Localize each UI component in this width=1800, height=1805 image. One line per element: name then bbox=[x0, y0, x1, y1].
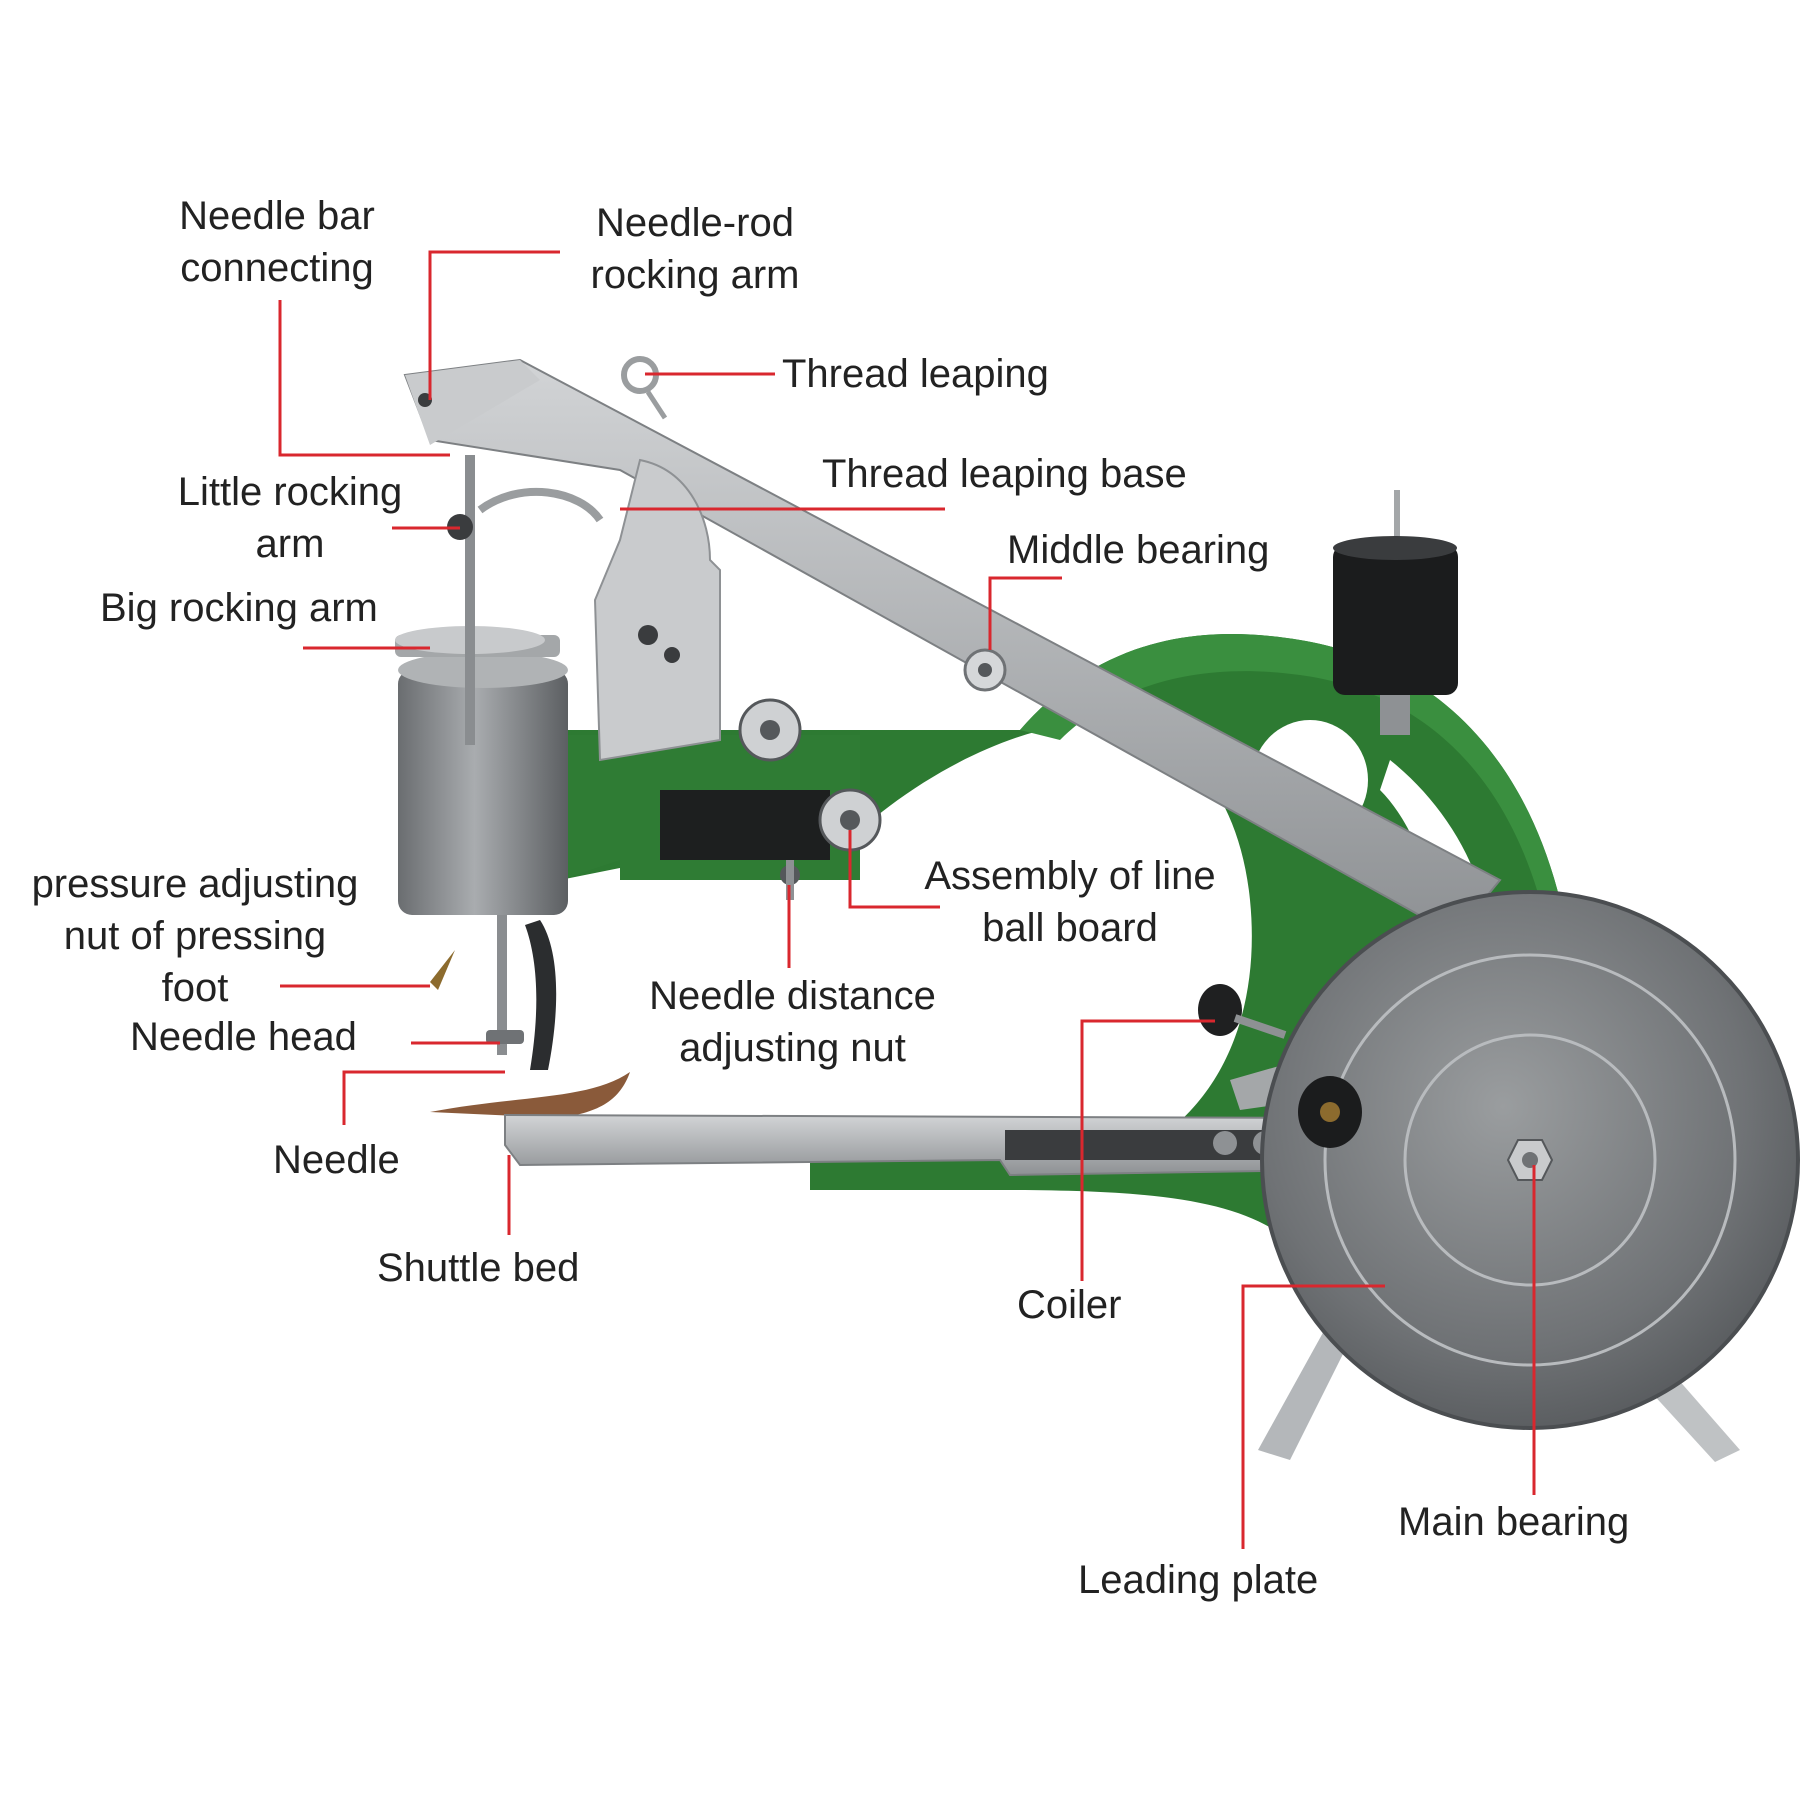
middle-bearing-bolt bbox=[963, 648, 1007, 692]
leader-lines bbox=[278, 250, 1536, 1549]
label-thread-leaping: Thread leaping bbox=[782, 352, 1049, 396]
label-needle-distance-nut: Needle distance adjusting nut bbox=[620, 970, 965, 1074]
label-little-rocking-arm: Little rocking arm bbox=[150, 466, 430, 570]
label-line: adjusting nut bbox=[679, 1026, 906, 1070]
thread-leaping-base-plate bbox=[593, 458, 721, 762]
leader-needle-rod-rocking-arm bbox=[428, 250, 560, 400]
label-line: arm bbox=[255, 522, 325, 566]
label-needle: Needle bbox=[273, 1138, 400, 1182]
label-shuttle-bed: Shuttle bed bbox=[377, 1246, 580, 1290]
label-main-bearing: Main bearing bbox=[1398, 1500, 1630, 1544]
leader-middle-bearing bbox=[988, 576, 1062, 650]
thread-leaping-eyelet bbox=[621, 356, 668, 420]
leader-coiler bbox=[1080, 1019, 1215, 1281]
label-needle-bar-connecting: Needle bar connecting bbox=[132, 190, 422, 294]
main-wheel bbox=[1260, 890, 1800, 1430]
leader-assembly-line-ball-board bbox=[848, 830, 940, 909]
label-line: pressure adjusting bbox=[31, 862, 359, 906]
label-needle-rod-rocking-arm: Needle-rod rocking arm bbox=[555, 197, 835, 301]
label-line: Assembly of line bbox=[924, 854, 1216, 898]
leather-piece bbox=[430, 1072, 630, 1118]
label-big-rocking-arm: Big rocking arm bbox=[100, 586, 378, 630]
label-assembly-line-ball-board: Assembly of line ball board bbox=[890, 850, 1250, 954]
leader-needle bbox=[342, 1070, 505, 1125]
label-pressure-adjusting-nut: pressure adjusting nut of pressing foot bbox=[0, 858, 390, 1014]
needle-distance-nut bbox=[780, 860, 800, 900]
needle-cylinder bbox=[395, 626, 568, 915]
label-line: connecting bbox=[180, 246, 374, 290]
leader-needle-bar-connecting bbox=[278, 300, 450, 457]
line-ball-board-discs bbox=[738, 698, 882, 852]
label-line: Little rocking bbox=[177, 470, 403, 514]
label-line: Needle-rod bbox=[596, 201, 794, 245]
label-line: Needle distance bbox=[649, 974, 936, 1018]
label-needle-head: Needle head bbox=[130, 1015, 357, 1059]
needle-assembly bbox=[430, 455, 604, 1070]
thread-spool bbox=[1333, 490, 1458, 735]
label-leading-plate: Leading plate bbox=[1078, 1558, 1319, 1602]
label-middle-bearing: Middle bearing bbox=[1007, 528, 1270, 572]
label-coiler: Coiler bbox=[1017, 1283, 1122, 1327]
label-line: nut of pressing bbox=[63, 914, 327, 958]
label-line: ball board bbox=[982, 906, 1158, 950]
label-thread-leaping-base: Thread leaping base bbox=[822, 452, 1187, 496]
label-line: Needle bar bbox=[179, 194, 375, 238]
label-line: rocking arm bbox=[590, 253, 800, 297]
label-line: foot bbox=[161, 966, 229, 1010]
leader-leading-plate bbox=[1241, 1284, 1385, 1549]
